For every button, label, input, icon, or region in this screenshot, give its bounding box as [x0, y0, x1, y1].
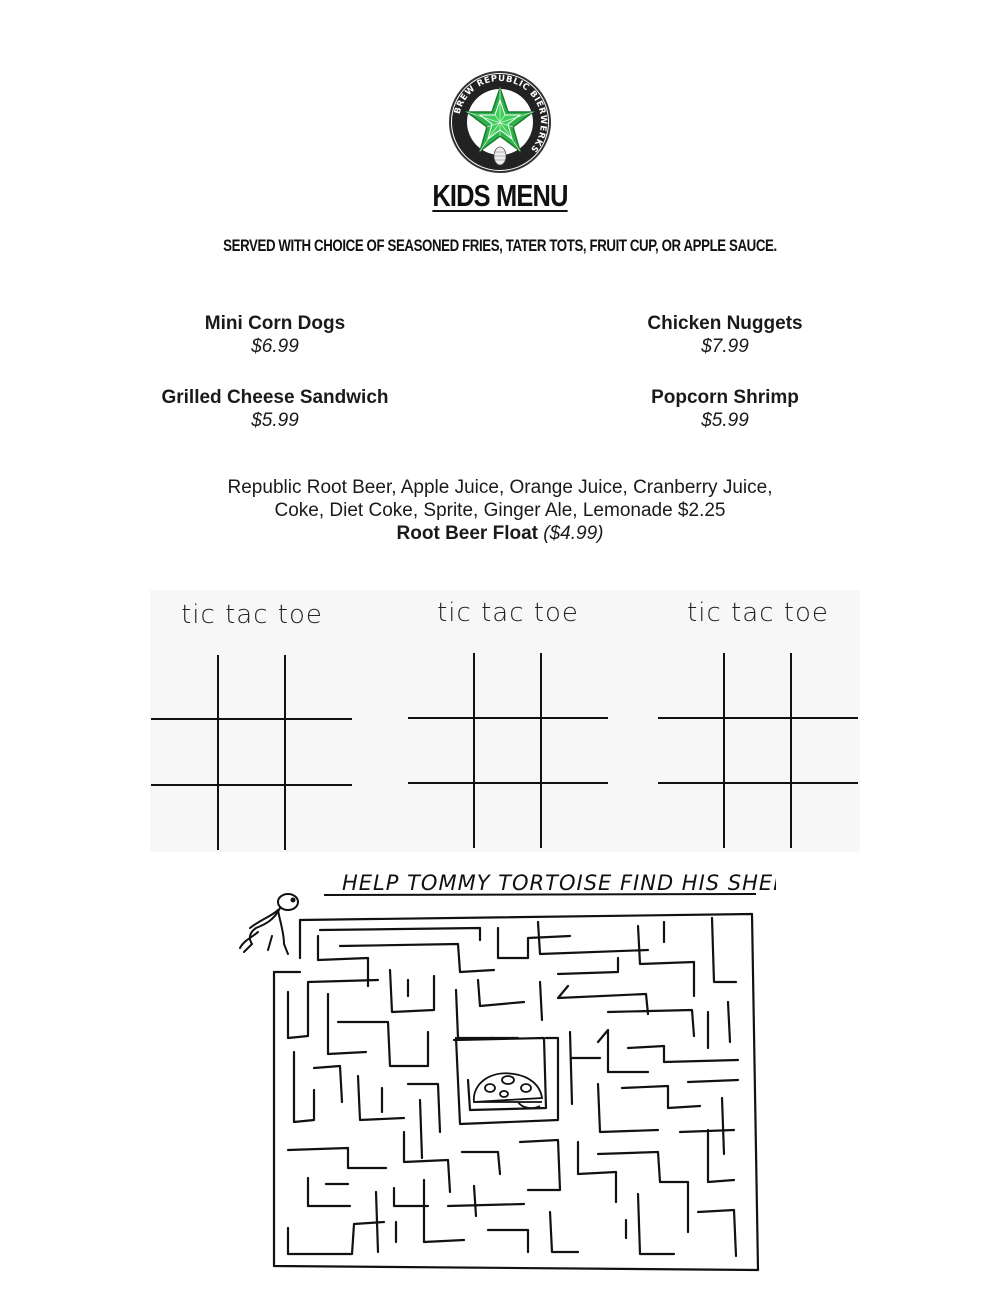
float-name: Root Beer Float	[396, 523, 538, 544]
tic-tac-toe-area	[150, 590, 860, 852]
item-name: Chicken Nuggets	[647, 313, 803, 334]
maze-puzzle: HELP TOMMY TORTOISE FIND HIS SHELL.	[239, 871, 776, 1272]
tic-tac-toe-grid-3	[658, 653, 858, 848]
menu-item: Grilled Cheese Sandwich $5.99	[125, 386, 425, 432]
item-price: $7.99	[701, 336, 749, 357]
root-beer-float: Root Beer Float ($4.99)	[0, 522, 1000, 545]
tic-tac-toe-grid-1	[151, 655, 352, 850]
maze-walls	[272, 912, 760, 1272]
menu-title: KIDS MENU	[432, 178, 568, 213]
shell-icon	[473, 1072, 544, 1109]
menu-item: Mini Corn Dogs $6.99	[125, 312, 425, 358]
maze-title: HELP TOMMY TORTOISE FIND HIS SHELL.	[342, 871, 776, 895]
tic-tac-toe-grid-2	[408, 653, 608, 848]
drinks-line: Republic Root Beer, Apple Juice, Orange …	[227, 477, 773, 498]
menu-subtitle: SERVED WITH CHOICE OF SEASONED FRIES, TA…	[223, 236, 777, 255]
float-price: ($4.99)	[543, 523, 604, 544]
tic-tac-toe-label: tic tac toe	[181, 600, 323, 630]
tic-tac-toe-grids	[151, 653, 858, 850]
tortoise-icon	[239, 893, 299, 955]
drinks-line: Coke, Diet Coke, Sprite, Ginger Ale, Lem…	[274, 500, 726, 521]
brew-republic-logo: BREW REPUBLIC BIERWERKS	[449, 71, 551, 173]
item-name: Popcorn Shrimp	[651, 387, 799, 408]
item-price: $5.99	[701, 410, 749, 431]
drinks-section: Republic Root Beer, Apple Juice, Orange …	[0, 476, 1000, 545]
item-price: $6.99	[251, 336, 299, 357]
item-name: Grilled Cheese Sandwich	[161, 387, 389, 408]
item-price: $5.99	[251, 410, 299, 431]
tic-tac-toe-label: tic tac toe	[437, 598, 579, 628]
menu-item: Chicken Nuggets $7.99	[575, 312, 875, 358]
menu-item: Popcorn Shrimp $5.99	[575, 386, 875, 432]
tic-tac-toe-label: tic tac toe	[687, 598, 829, 628]
item-name: Mini Corn Dogs	[204, 313, 346, 334]
